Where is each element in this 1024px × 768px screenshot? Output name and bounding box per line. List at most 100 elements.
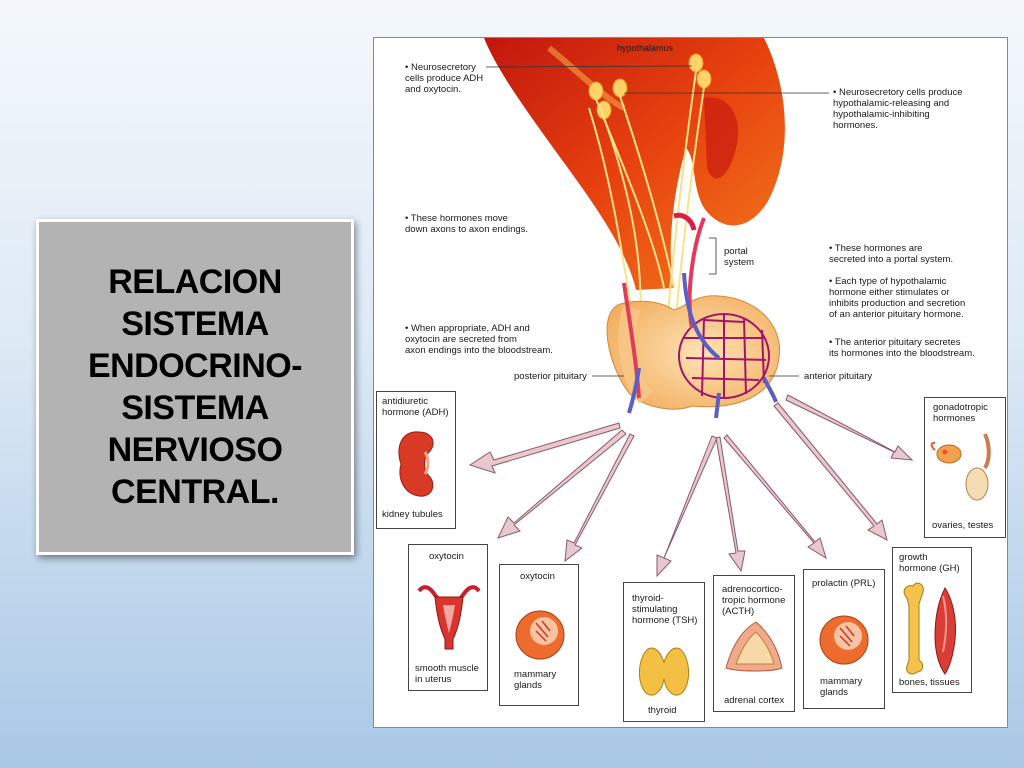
card-title: growth hormone (GH) — [899, 552, 960, 574]
card-target-line: smooth muscle — [415, 663, 479, 674]
posterior-pituitary-label: posterior pituitary — [514, 371, 587, 382]
card-title-line: hormone (ADH) — [382, 407, 449, 418]
note-line: hormones. — [833, 120, 878, 131]
card-target-line: glands — [514, 680, 542, 691]
note-axons: • These hormones move down axons to axon… — [405, 213, 528, 235]
note-line: oxytocin are secreted from — [405, 334, 517, 345]
card-target-line: ovaries, testes — [932, 520, 994, 531]
title-line: ENDOCRINO- — [87, 347, 303, 385]
card-title-line: hormone (GH) — [899, 563, 960, 574]
card-title-line: hormones — [933, 413, 976, 424]
note-anterior-secretes: • The anterior pituitary secretes its ho… — [829, 337, 975, 359]
card-target-line: kidney tubules — [382, 509, 443, 520]
leader-lines — [485, 65, 829, 377]
kidney-icon — [398, 431, 434, 497]
mammary-gland-icon — [819, 615, 869, 665]
card-title: antidiuretic hormone (ADH) — [382, 396, 449, 418]
card-target: thyroid — [648, 705, 677, 716]
adrenal-gland-icon — [725, 621, 783, 672]
bone-muscle-icon — [903, 582, 956, 675]
note-line: hypothalamic-inhibiting — [833, 109, 930, 120]
card-target-line: in uterus — [415, 674, 452, 685]
title-line: SISTEMA — [121, 389, 269, 427]
card-target-line: thyroid — [648, 705, 677, 716]
note-bloodstream-release: • When appropriate, ADH and oxytocin are… — [405, 323, 553, 356]
note-neurosecretory-adh: • Neurosecretory cells produce ADH and o… — [405, 62, 483, 95]
card-target: adrenal cortex — [724, 695, 784, 706]
mammary-gland-icon — [515, 610, 565, 660]
note-portal-secretion: • These hormones are secreted into a por… — [829, 243, 953, 265]
card-title-line: growth — [899, 552, 928, 563]
card-title-line: hormone (TSH) — [632, 615, 698, 626]
note-line: cells produce ADH — [405, 73, 484, 84]
card-title-line: oxytocin — [520, 571, 555, 582]
card-target: smooth muscle in uterus — [415, 663, 479, 685]
card-oxytocin-mammary: oxytocin mammary glands — [499, 564, 579, 706]
pituitary-diagram: hypothalamus • Neurosecretory cells prod… — [373, 37, 1008, 728]
note-line: hypothalamic-releasing and — [833, 98, 950, 109]
title-line: NERVIOSO — [107, 431, 283, 469]
card-title: oxytocin — [520, 571, 555, 582]
slide-title: RELACION SISTEMA ENDOCRINO- SISTEMA NERV… — [60, 261, 330, 513]
slide-title-box: RELACION SISTEMA ENDOCRINO- SISTEMA NERV… — [36, 219, 354, 555]
card-target: bones, tissues — [899, 677, 960, 688]
card-title-line: oxytocin — [429, 551, 464, 562]
card-target-line: glands — [820, 687, 848, 698]
note-line: • These hormones are — [829, 243, 923, 254]
note-line: portal — [724, 246, 748, 257]
portal-system-label: portal system — [724, 246, 754, 268]
card-title-line: adrenocortico- — [722, 584, 783, 595]
note-line: • Neurosecretory cells produce — [833, 87, 963, 98]
title-line: RELACION — [108, 263, 282, 301]
card-target-line: mammary — [820, 676, 863, 687]
title-line: CENTRAL. — [111, 473, 279, 511]
card-target-line: adrenal cortex — [724, 695, 785, 706]
card-title-line: gonadotropic — [933, 402, 988, 413]
anterior-pituitary-label: anterior pituitary — [804, 371, 873, 382]
card-oxytocin-uterus: oxytocin smooth muscle in uterus — [408, 544, 488, 691]
note-line: secreted into a portal system. — [829, 254, 954, 265]
note-line: system — [724, 257, 755, 268]
diagram-illustration — [468, 38, 914, 578]
card-title-line: stimulating — [632, 604, 678, 615]
card-target: mammary glands — [820, 676, 862, 698]
note-line: • The anterior pituitary secretes — [829, 337, 961, 348]
card-title-line: tropic hormone — [722, 595, 786, 606]
note-line: • When appropriate, ADH and — [405, 323, 530, 334]
card-prolactin: prolactin (PRL) mammary glands — [803, 569, 885, 709]
note-line: • These hormones move — [405, 213, 508, 224]
hypothalamus-label: hypothalamus — [617, 43, 674, 53]
card-title: prolactin (PRL) — [812, 578, 875, 589]
hormone-arrows — [468, 394, 914, 578]
note-stimulates-inhibits: • Each type of hypothalamic hormone eith… — [829, 276, 965, 320]
title-line: SISTEMA — [121, 305, 269, 343]
card-acth-adrenal: adrenocortico- tropic hormone (ACTH) adr… — [713, 575, 795, 712]
card-target-line: mammary — [514, 669, 557, 680]
note-line: its hormones into the bloodstream. — [829, 348, 975, 359]
thyroid-icon — [639, 647, 689, 696]
note-line: down axons to axon endings. — [405, 224, 529, 235]
note-line: of an anterior pituitary hormone. — [829, 309, 964, 320]
note-line: and oxytocin. — [405, 84, 461, 95]
card-title-line: prolactin (PRL) — [812, 578, 876, 589]
uterus-icon — [417, 585, 481, 650]
card-title: adrenocortico- tropic hormone (ACTH) — [722, 584, 785, 617]
note-releasing-hormones: • Neurosecretory cells produce hypothala… — [833, 87, 963, 131]
card-target: kidney tubules — [382, 509, 443, 520]
note-line: hormone either stimulates or — [829, 287, 950, 298]
card-growth-hormone: growth hormone (GH) bones, tissues — [892, 547, 972, 693]
note-line: inhibits production and secretion — [829, 298, 966, 309]
card-adh-kidney: antidiuretic hormone (ADH) kidney tubule… — [376, 391, 456, 529]
pituitary-gland — [606, 212, 781, 419]
card-title: gonadotropic hormones — [933, 402, 988, 424]
card-title-line: (ACTH) — [722, 606, 755, 617]
card-title-line: antidiuretic — [382, 396, 428, 407]
ovary-testis-icon — [930, 433, 991, 501]
card-target-line: bones, tissues — [899, 677, 960, 688]
note-line: • Neurosecretory — [405, 62, 476, 73]
card-gonadotropic: gonadotropic hormones ovaries, testes — [924, 397, 1006, 538]
card-title: thyroid- stimulating hormone (TSH) — [632, 593, 697, 626]
card-title: oxytocin — [429, 551, 464, 562]
card-tsh-thyroid: thyroid- stimulating hormone (TSH) thyro… — [623, 582, 705, 722]
card-title-line: thyroid- — [632, 593, 664, 604]
